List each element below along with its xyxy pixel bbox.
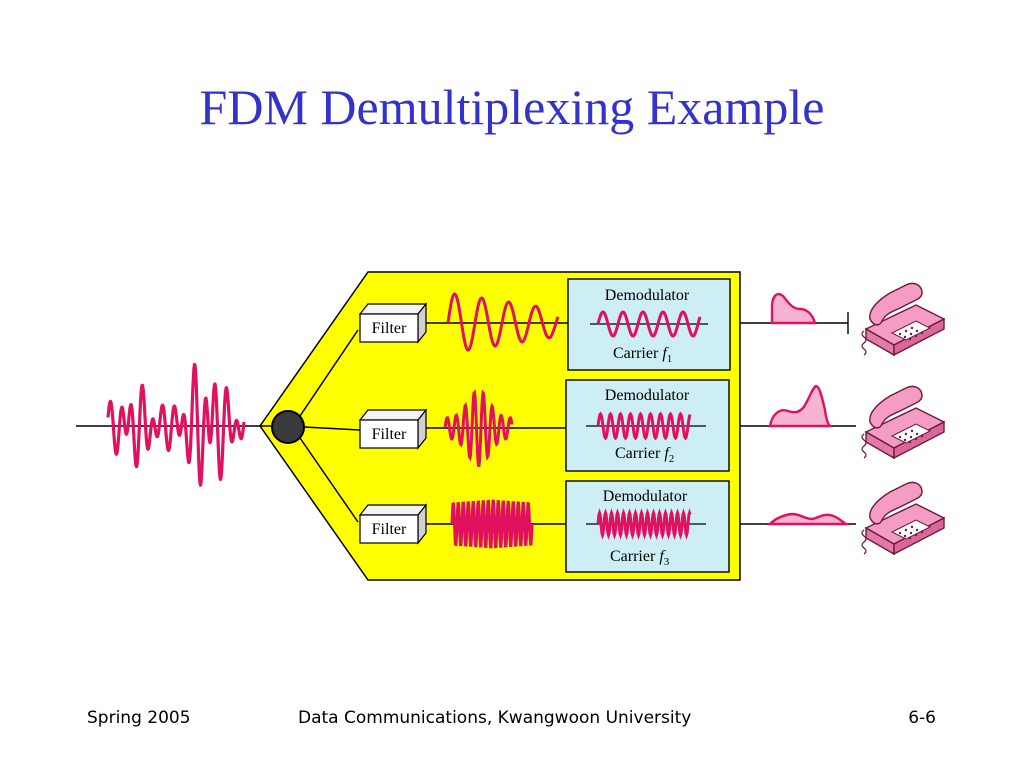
demodulator-label: Demodulator (605, 387, 690, 404)
filtered-signal-2 (443, 389, 514, 467)
footer-page-number: 6-6 (908, 708, 936, 728)
filter-label: Filter (372, 521, 407, 538)
filter-box-icon: Filter (358, 408, 428, 450)
carrier-label-1: Carrier f1 (613, 345, 672, 365)
baseband-signal-1 (770, 292, 817, 325)
filter-label: Filter (372, 426, 407, 443)
branch-line-3 (299, 437, 359, 523)
demodulator-label: Demodulator (605, 287, 690, 304)
demodulator-label: Demodulator (603, 488, 688, 505)
filtered-signal-1 (446, 292, 560, 352)
baseband-signal-3 (767, 512, 850, 526)
branch-line-1 (299, 329, 359, 417)
splitter-node-icon (271, 410, 305, 444)
carrier-label-2: Carrier f2 (615, 445, 674, 465)
telephone-icon (861, 481, 945, 555)
input-composite-signal (106, 362, 246, 487)
footer-course: Data Communications, Kwangwoon Universit… (298, 708, 692, 728)
carrier-label-3: Carrier f3 (610, 548, 670, 568)
filter-box-icon: Filter (358, 503, 428, 545)
telephone-icon (861, 385, 945, 459)
channel-1: Filter Demodulator Carrier f1 (358, 278, 945, 371)
carrier-signal-1 (596, 310, 702, 338)
carrier-signal-2 (596, 411, 692, 441)
filter-box-icon: Filter (358, 302, 428, 344)
slide-title: FDM Demultiplexing Example (199, 79, 825, 135)
channel-3: Filter Demodulator Carrier f3 (358, 480, 945, 573)
carrier-signal-3 (596, 508, 692, 540)
filter-label: Filter (372, 320, 407, 337)
telephone-icon (861, 282, 945, 356)
channel-2: Filter Demodulator Carrier f2 (358, 379, 945, 472)
branch-line-2 (303, 426, 361, 431)
demodulator-box-3 (565, 480, 730, 573)
filtered-signal-3 (450, 499, 534, 549)
baseband-signal-2 (768, 384, 833, 428)
footer-date: Spring 2005 (87, 708, 191, 728)
